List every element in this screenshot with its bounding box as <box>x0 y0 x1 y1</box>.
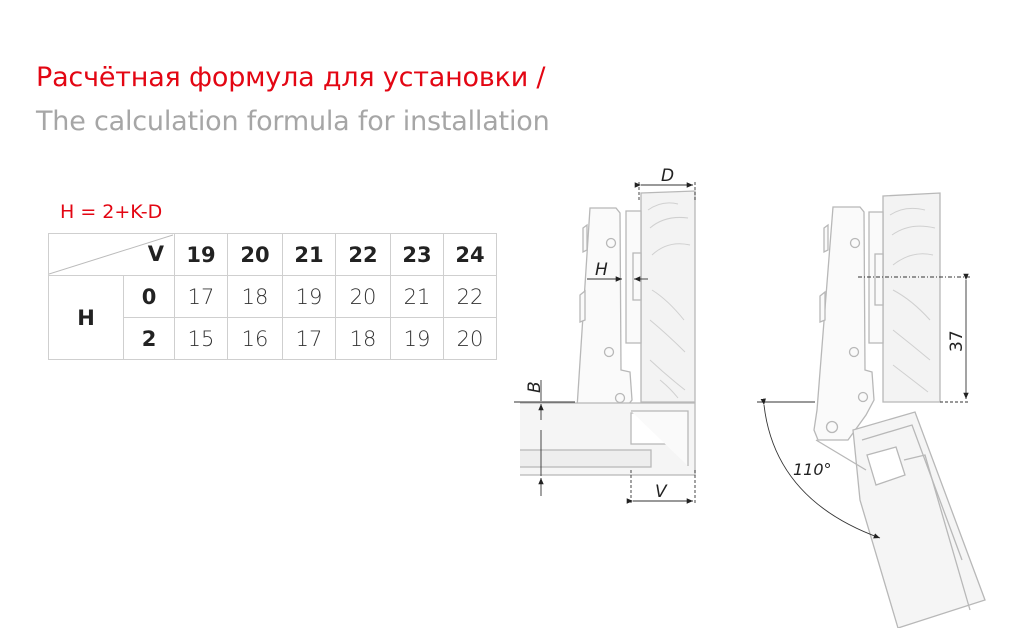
open-hinge-diagram <box>813 192 986 628</box>
label-h: H <box>595 260 608 280</box>
label-angle: 110° <box>793 460 832 479</box>
dimension-lines-left <box>514 182 696 505</box>
title-russian: Расчётная формула для установки / <box>36 62 546 93</box>
table-cell: 20 <box>443 317 497 360</box>
table-cell: 16 <box>227 317 283 360</box>
row-key: 0 <box>123 275 175 318</box>
table-cell: 18 <box>227 275 283 318</box>
closed-hinge-diagram <box>520 190 696 476</box>
table-cell: 15 <box>174 317 228 360</box>
column-header: 22 <box>335 233 391 276</box>
label-v: V <box>655 482 668 502</box>
table-cell: 19 <box>390 317 444 360</box>
label-b: B <box>525 381 545 393</box>
table-cell: 19 <box>282 275 336 318</box>
row-key: 2 <box>123 317 175 360</box>
table-cell: 17 <box>174 275 228 318</box>
column-header: 19 <box>174 233 228 276</box>
label-37: 37 <box>947 330 967 352</box>
diagonal-divider <box>49 234 173 275</box>
table-row: 2 15 16 17 18 19 20 <box>49 317 497 360</box>
table-cell: 17 <box>282 317 336 360</box>
dimension-lines-right <box>757 273 970 539</box>
corner-label-v: V <box>147 242 164 266</box>
formula: H = 2+K-D <box>60 201 163 223</box>
title-english: The calculation formula for installation <box>36 106 550 137</box>
label-d: D <box>661 166 674 186</box>
table-cell: 18 <box>335 317 391 360</box>
column-header: 24 <box>443 233 497 276</box>
calculation-table: V 19 20 21 22 23 24 H 0 17 18 19 20 21 2… <box>48 233 497 360</box>
table-row: H 0 17 18 19 20 21 22 <box>48 275 497 360</box>
table-corner-cell: V <box>48 233 175 276</box>
row-group-label: H <box>48 275 124 360</box>
